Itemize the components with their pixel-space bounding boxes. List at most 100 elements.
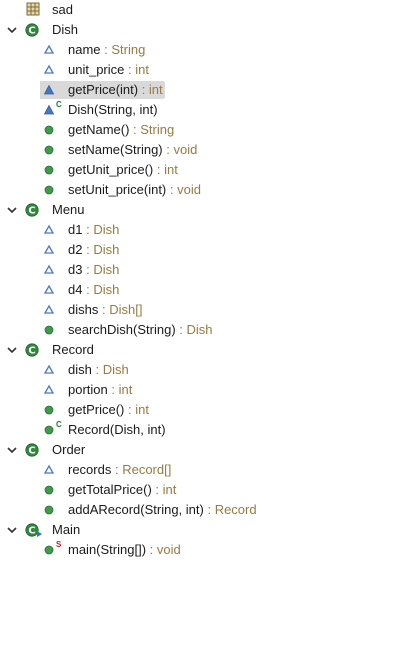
default-constructor-icon bbox=[43, 104, 55, 119]
main-class-icon: C bbox=[25, 522, 43, 541]
class-item-dish[interactable]: C Dish bbox=[0, 20, 407, 40]
member-name: d1 bbox=[68, 222, 83, 237]
member-type: void bbox=[173, 142, 198, 157]
member-item[interactable]: getPrice() : int bbox=[0, 400, 407, 420]
member-label: setName(String) : void bbox=[66, 142, 199, 158]
chevron-down-icon[interactable] bbox=[6, 524, 18, 539]
member-label: d3 : Dish bbox=[66, 262, 121, 278]
member-name: setUnit_price(int) bbox=[68, 182, 167, 197]
member-item[interactable]: C Dish(String, int) bbox=[0, 100, 407, 120]
public-method-icon bbox=[43, 504, 55, 519]
member-label: portion : int bbox=[66, 382, 134, 398]
member-item[interactable]: getUnit_price() : int bbox=[0, 160, 407, 180]
field-icon bbox=[43, 224, 55, 239]
member-name: dish bbox=[68, 362, 92, 377]
member-type: Dish bbox=[186, 322, 213, 337]
member-item[interactable]: dishs : Dish[] bbox=[0, 300, 407, 320]
member-label: getName() : String bbox=[66, 122, 176, 138]
member-type: String bbox=[140, 122, 175, 137]
member-item[interactable]: searchDish(String) : Dish bbox=[0, 320, 407, 340]
member-type: void bbox=[156, 542, 181, 557]
member-name: getUnit_price() bbox=[68, 162, 154, 177]
member-type: int bbox=[135, 62, 149, 77]
svg-text:C: C bbox=[28, 446, 35, 457]
member-label: getPrice(int) : int bbox=[66, 82, 165, 98]
class-name: Main bbox=[52, 522, 81, 537]
member-name: addARecord(String, int) bbox=[68, 502, 204, 517]
member-type: int bbox=[135, 402, 149, 417]
member-item[interactable]: d1 : Dish bbox=[0, 220, 407, 240]
member-item[interactable]: unit_price : int bbox=[0, 60, 407, 80]
member-type: Dish bbox=[93, 282, 120, 297]
class-name: Dish bbox=[52, 22, 79, 37]
member-label: d1 : Dish bbox=[66, 222, 121, 238]
member-label: records : Record[] bbox=[66, 462, 173, 478]
type-separator: : bbox=[166, 182, 178, 197]
member-item[interactable]: dish : Dish bbox=[0, 360, 407, 380]
default-method-icon bbox=[43, 84, 55, 99]
class-item-order[interactable]: C Order bbox=[0, 440, 407, 460]
member-item[interactable]: records : Record[] bbox=[0, 460, 407, 480]
field-icon bbox=[43, 304, 55, 319]
member-item[interactable]: name : String bbox=[0, 40, 407, 60]
member-label: unit_price : int bbox=[66, 62, 151, 78]
svg-text:C: C bbox=[28, 346, 35, 357]
member-label: getPrice() : int bbox=[66, 402, 151, 418]
member-name: getPrice() bbox=[68, 402, 125, 417]
type-separator: : bbox=[151, 482, 163, 497]
type-separator: : bbox=[111, 462, 123, 477]
member-name: setName(String) bbox=[68, 142, 163, 157]
member-item[interactable]: d3 : Dish bbox=[0, 260, 407, 280]
member-label: name : String bbox=[66, 42, 147, 58]
member-type: int bbox=[148, 82, 163, 97]
member-type: int bbox=[118, 382, 133, 397]
member-item[interactable]: setName(String) : void bbox=[0, 140, 407, 160]
member-label: d2 : Dish bbox=[66, 242, 121, 258]
member-type: Dish bbox=[93, 222, 120, 237]
type-separator: : bbox=[162, 142, 174, 157]
member-name: unit_price bbox=[68, 62, 125, 77]
chevron-down-icon[interactable] bbox=[6, 24, 18, 39]
member-label: Dish(String, int) bbox=[66, 102, 160, 118]
svg-text:C: C bbox=[28, 26, 35, 37]
member-name: Dish(String, int) bbox=[68, 102, 158, 117]
chevron-down-icon[interactable] bbox=[6, 204, 18, 219]
member-item[interactable]: getPrice(int) : int bbox=[0, 80, 407, 100]
member-label: getTotalPrice() : int bbox=[66, 482, 178, 498]
class-name: Order bbox=[52, 442, 86, 457]
class-item-main[interactable]: C Main bbox=[0, 520, 407, 540]
field-icon bbox=[43, 364, 55, 379]
member-type: int bbox=[164, 162, 178, 177]
member-item[interactable]: getName() : String bbox=[0, 120, 407, 140]
member-item[interactable]: portion : int bbox=[0, 380, 407, 400]
field-icon bbox=[43, 384, 55, 399]
constructor-badge: C bbox=[56, 100, 62, 109]
member-name: d3 bbox=[68, 262, 83, 277]
member-item[interactable]: d2 : Dish bbox=[0, 240, 407, 260]
type-separator: : bbox=[153, 162, 165, 177]
chevron-down-icon[interactable] bbox=[6, 344, 18, 359]
tree-root-item[interactable]: sad bbox=[0, 0, 407, 20]
member-item[interactable]: setUnit_price(int) : void bbox=[0, 180, 407, 200]
chevron-down-icon[interactable] bbox=[6, 444, 18, 459]
type-separator: : bbox=[138, 82, 149, 97]
member-label: dish : Dish bbox=[66, 362, 131, 378]
member-item[interactable]: addARecord(String, int) : Record bbox=[0, 500, 407, 520]
public-constructor-icon bbox=[43, 424, 55, 439]
member-label: addARecord(String, int) : Record bbox=[66, 502, 259, 518]
field-icon bbox=[43, 464, 55, 479]
public-method-icon bbox=[43, 184, 55, 199]
type-separator: : bbox=[82, 242, 94, 257]
member-item[interactable]: d4 : Dish bbox=[0, 280, 407, 300]
member-type: Record[] bbox=[122, 462, 172, 477]
member-type: Dish bbox=[93, 242, 120, 257]
member-name: name bbox=[68, 42, 101, 57]
member-item[interactable]: getTotalPrice() : int bbox=[0, 480, 407, 500]
member-name: records bbox=[68, 462, 112, 477]
member-type: Dish bbox=[93, 262, 120, 277]
type-separator: : bbox=[175, 322, 187, 337]
